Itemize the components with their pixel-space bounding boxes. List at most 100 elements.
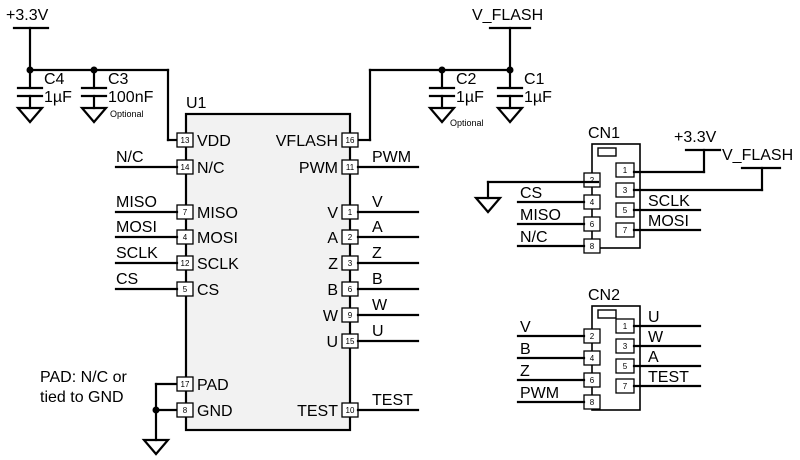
pin-number: 6 — [348, 285, 353, 294]
u1-pin-13: 13 VDD — [176, 132, 231, 150]
pin-box — [615, 162, 635, 178]
net-label: V — [520, 319, 531, 336]
net-label: Z — [372, 245, 382, 262]
net-label: MOSI — [648, 213, 689, 230]
capacitor-c2: C2 1µF Optional — [427, 66, 484, 128]
ground-icon — [79, 106, 109, 124]
u1-pin-11: 11 PWM PWM — [299, 149, 420, 177]
cn2-pin-3: 3W — [615, 329, 702, 354]
c2-ref: C2 — [456, 71, 477, 88]
ground-icon — [495, 106, 525, 124]
pin-name: VFLASH — [276, 133, 338, 150]
net-label: W — [372, 297, 388, 314]
capacitor-c3: C3 100nF Optional — [79, 66, 154, 124]
u1-pin-5: 5 CS CS — [114, 271, 219, 299]
cn2-pin-6: 6Z — [516, 363, 601, 388]
u1-pin-1: 1VV — [327, 194, 420, 222]
pin-name: Z — [328, 256, 338, 273]
c4-ref: C4 — [44, 71, 65, 88]
pin-number: 13 — [181, 136, 190, 145]
pin-number: 4 — [183, 233, 188, 242]
net-label: U — [648, 309, 660, 326]
u1-ground-tie: PAD: N/C or tied to GND — [40, 369, 178, 456]
pin-number: 10 — [346, 406, 355, 415]
net-label: V — [372, 194, 383, 211]
pin-number: 5 — [623, 206, 628, 215]
net-label: W — [648, 329, 664, 346]
ground-icon — [427, 106, 457, 124]
u1-ref: U1 — [186, 95, 207, 112]
pin-number: 8 — [183, 406, 188, 415]
pin-number: 7 — [183, 208, 188, 217]
u1-pin-3: 3ZZ — [328, 245, 420, 273]
c1-value: 1µF — [524, 89, 552, 106]
net-label: A — [648, 349, 659, 366]
pin-name: TEST — [297, 403, 338, 420]
cn1-pin-3: 3 — [615, 182, 635, 198]
pin-name: SCLK — [197, 256, 239, 273]
pin-number: 11 — [346, 163, 355, 172]
ground-icon — [473, 196, 503, 214]
u1-pin-8: 8 GND — [176, 402, 233, 420]
net-label: U — [372, 323, 384, 340]
pin-name: VDD — [197, 133, 231, 150]
net-label: N/C — [520, 229, 548, 246]
cn1-pin-4: 4 CS — [516, 185, 601, 210]
power-label-vflash: V_FLASH — [472, 7, 543, 24]
pin-number: 2 — [590, 332, 595, 341]
c3-value: 100nF — [108, 89, 154, 106]
pin-name: CS — [197, 282, 219, 299]
u1-pin-4: 4 MOSI MOSI — [114, 219, 238, 247]
pin-number: 12 — [181, 259, 190, 268]
pin-number: 17 — [181, 380, 190, 389]
cn1-pin-8: 8 N/C — [516, 229, 601, 254]
ground-icon — [141, 438, 171, 456]
pin-name: GND — [197, 403, 233, 420]
power-rail-3v3: +3.3V — [6, 7, 178, 142]
pin-number: 8 — [590, 242, 595, 251]
net-label: PWM — [372, 149, 411, 166]
net-label: CS — [520, 185, 542, 202]
capacitor-c1: C1 1µF — [495, 66, 552, 124]
net-label: MOSI — [116, 219, 157, 236]
pin-number: 5 — [623, 362, 628, 371]
net-label: TEST — [648, 369, 689, 386]
pin-name: PWM — [299, 160, 338, 177]
net-label: B — [372, 271, 383, 288]
cn1-pin-1: 1 — [615, 162, 635, 178]
power-label-3v3: +3.3V — [6, 7, 49, 24]
u1-pin-9: 9WW — [323, 297, 420, 325]
pin-number: 1 — [623, 166, 628, 175]
net-label: A — [372, 219, 383, 236]
net-label: MISO — [520, 207, 561, 224]
pin-name: MOSI — [197, 230, 238, 247]
net-label: CS — [116, 271, 138, 288]
pin-number: 16 — [346, 136, 355, 145]
pin-number: 2 — [590, 176, 595, 185]
pin-box — [341, 132, 359, 148]
pin-number: 2 — [348, 233, 353, 242]
pin-number: 5 — [183, 285, 188, 294]
u1-pin-16: 16 VFLASH — [276, 132, 359, 150]
cn1-power: +3.3V V_FLASH — [473, 129, 793, 214]
pin-name: W — [323, 308, 339, 325]
pin-number: 3 — [623, 342, 628, 351]
net-label: B — [520, 341, 531, 358]
pin-number: 6 — [590, 220, 595, 229]
cn2-key — [597, 309, 617, 319]
u1-pin-7: 7 MISO MISO — [114, 194, 238, 222]
pin-number: 4 — [590, 198, 595, 207]
pin-name: MISO — [197, 205, 238, 222]
net-label: MISO — [116, 194, 157, 211]
pin-number: 15 — [346, 337, 355, 346]
u1-body — [184, 112, 352, 432]
pin-number: 7 — [623, 382, 628, 391]
c3-optional-note: Optional — [110, 109, 144, 119]
